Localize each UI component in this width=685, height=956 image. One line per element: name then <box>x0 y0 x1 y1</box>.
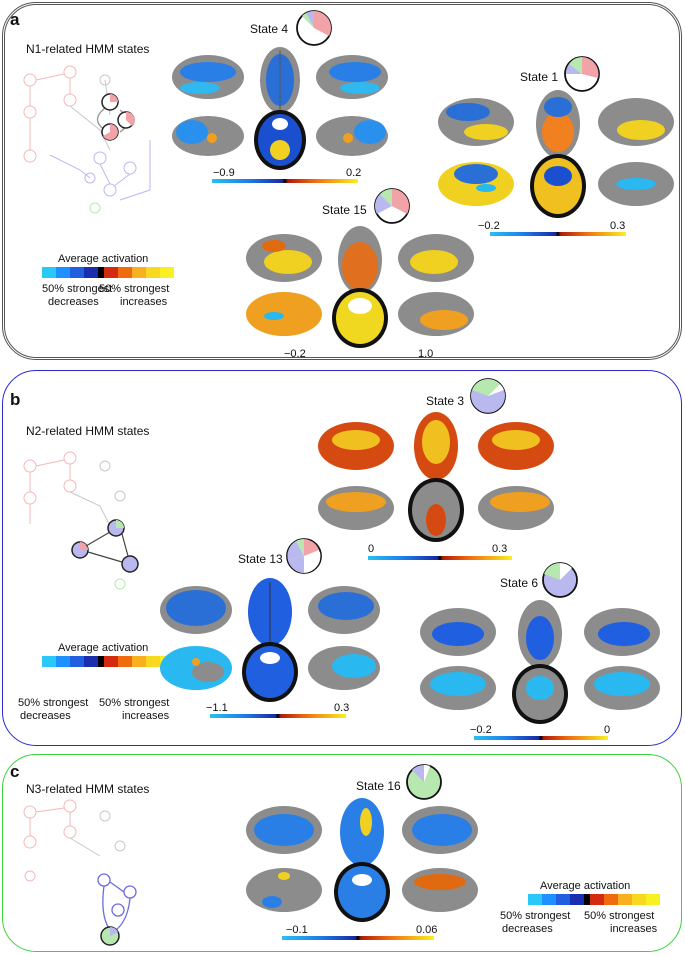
state-4-label: State 4 <box>250 22 289 36</box>
legend-decrease-label-1: 50% strongest <box>42 283 113 295</box>
panel-a-letter: a <box>10 10 20 29</box>
state-6-scale-min: −0.2 <box>470 724 492 736</box>
panel-b-letter: b <box>10 390 21 409</box>
state-13-label: State 13 <box>238 552 283 566</box>
state-16-brain-views <box>246 798 478 922</box>
state-6-colorbar <box>474 736 608 740</box>
state-13-colorbar <box>210 714 346 718</box>
state-16-scale-min: −0.1 <box>286 924 308 936</box>
state-15-scale-max: 1.0 <box>418 348 434 360</box>
state-4-scale-min: −0.9 <box>213 167 235 179</box>
state-16-scale-max: 0.06 <box>416 924 438 936</box>
legend-decrease-label-2: decreases <box>48 296 99 308</box>
state-3-scale-max: 0.3 <box>492 543 508 555</box>
legend-increase-label-2: increases <box>610 923 658 935</box>
panel-a-frame <box>2 2 682 360</box>
state-transition-graph-icon <box>23 65 151 214</box>
state-4-colorbar <box>212 179 358 183</box>
state-15-label: State 15 <box>322 203 367 217</box>
state-13-pie-chart-icon <box>286 538 322 574</box>
panel-c-frame <box>2 754 682 952</box>
legend-color-scale <box>42 267 174 278</box>
state-3-scale-min: 0 <box>368 543 375 555</box>
state-3-colorbar <box>368 556 512 560</box>
legend-title: Average activation <box>58 253 149 265</box>
legend-increase-label-2: increases <box>120 296 168 308</box>
state-1-scale-max: 0.3 <box>610 220 626 232</box>
state-4-pie-chart-icon <box>296 10 332 46</box>
state-3-label: State 3 <box>426 394 465 408</box>
state-4-brain-views <box>172 47 388 170</box>
state-13-brain-views <box>160 578 380 702</box>
state-transition-graph-icon <box>23 799 137 946</box>
state-3-brain-views <box>318 412 554 542</box>
legend-decrease-label-1: 50% strongest <box>500 910 571 922</box>
state-16-pie-chart-icon <box>406 764 442 800</box>
panel-a-title: N1-related HMM states <box>26 42 150 56</box>
state-13-scale-min: −1.1 <box>206 702 228 714</box>
state-15-scale-min: −0.2 <box>284 348 306 360</box>
legend-color-scale <box>528 894 660 905</box>
state-6-brain-views <box>420 600 660 724</box>
state-1-scale-min: −0.2 <box>478 220 500 232</box>
panel-b-title: N2-related HMM states <box>26 424 150 438</box>
legend-title: Average activation <box>540 880 631 892</box>
legend-increase-label-1: 50% strongest <box>99 283 170 295</box>
state-transition-graph-icon <box>23 451 139 590</box>
state-1-brain-views <box>438 90 674 218</box>
legend-decrease-label-1: 50% strongest <box>18 697 89 709</box>
state-4-scale-max: 0.2 <box>346 167 362 179</box>
legend-decrease-label-2: decreases <box>20 710 71 722</box>
panel-c-letter: c <box>10 762 20 781</box>
state-1-label: State 1 <box>520 70 559 84</box>
state-13-scale-max: 0.3 <box>334 702 350 714</box>
legend-color-scale <box>42 656 174 667</box>
state-3-pie-chart-icon <box>470 378 506 414</box>
legend-title: Average activation <box>58 642 149 654</box>
state-16-label: State 16 <box>356 779 401 793</box>
legend-increase-label-2: increases <box>122 710 170 722</box>
state-6-label: State 6 <box>500 576 539 590</box>
panel-b-frame <box>2 370 682 746</box>
state-15-brain-views <box>246 226 474 348</box>
panel-c-title: N3-related HMM states <box>26 782 150 796</box>
legend-increase-label-1: 50% strongest <box>584 910 655 922</box>
state-16-colorbar <box>282 936 434 940</box>
state-15-pie-chart-icon <box>374 188 410 224</box>
state-1-colorbar <box>490 232 626 236</box>
state-1-pie-chart-icon <box>564 56 600 92</box>
legend-increase-label-1: 50% strongest <box>99 697 170 709</box>
state-6-pie-chart-icon <box>542 562 578 598</box>
legend-decrease-label-2: decreases <box>502 923 553 935</box>
state-6-scale-max: 0 <box>604 724 611 736</box>
